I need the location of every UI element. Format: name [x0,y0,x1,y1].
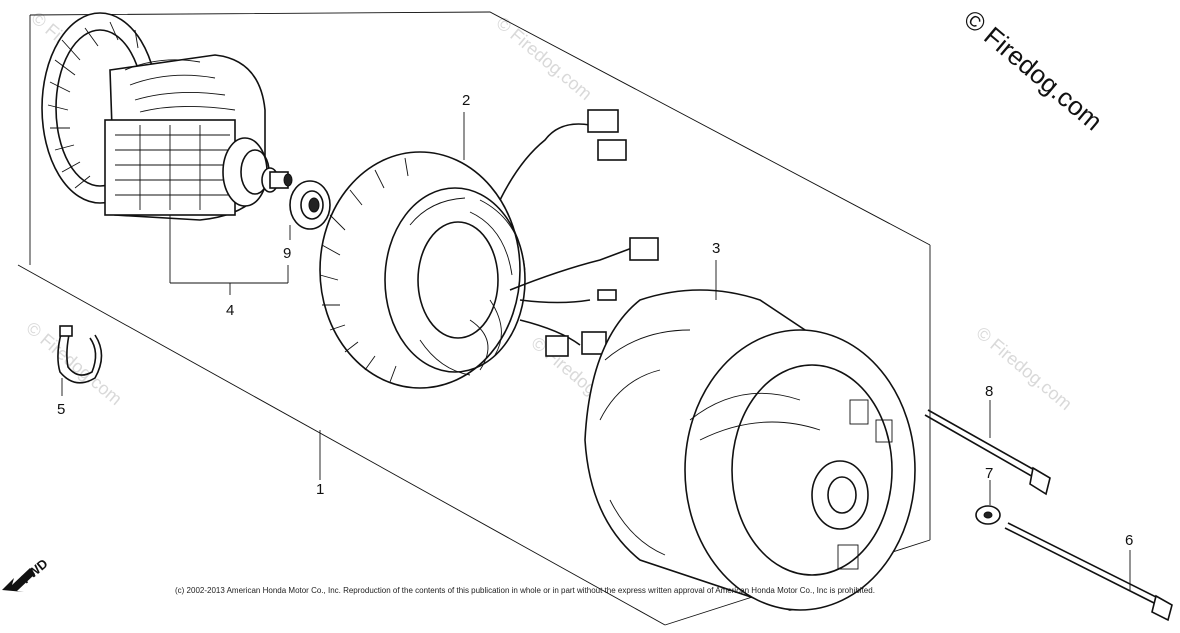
washer [975,505,1001,525]
fwd-indicator: FWD [2,556,51,592]
callout-8: 8 [985,383,993,400]
fwd-label: FWD [18,556,50,587]
callout-9: 9 [283,245,291,262]
watermark-2: © Firedog.com [492,13,595,104]
callout-4: 4 [226,302,234,319]
long-bolt [924,409,1051,496]
callout-1: 1 [316,481,324,498]
stator [319,109,659,389]
callout-7: 7 [985,465,993,482]
watermark-3: © Firedog.com [22,318,125,409]
clip [57,325,103,384]
callout-3: 3 [712,240,720,257]
leader-lines [61,112,1131,590]
end-cover [584,289,916,611]
rotor-assembly [41,12,293,221]
callout-6: 6 [1125,532,1133,549]
callout-5: 5 [57,401,65,418]
bearing [289,180,331,230]
copyright-notice: (c) 2002-2013 American Honda Motor Co., … [175,586,875,595]
fwd-arrow-icon [2,568,35,592]
callout-2: 2 [462,92,470,109]
callouts: 2 3 9 4 5 1 8 7 6 [57,92,1133,549]
bolt [1004,522,1173,622]
brand-label: © Firedog.com [958,4,1108,137]
watermark-5: © Firedog.com [972,323,1075,414]
